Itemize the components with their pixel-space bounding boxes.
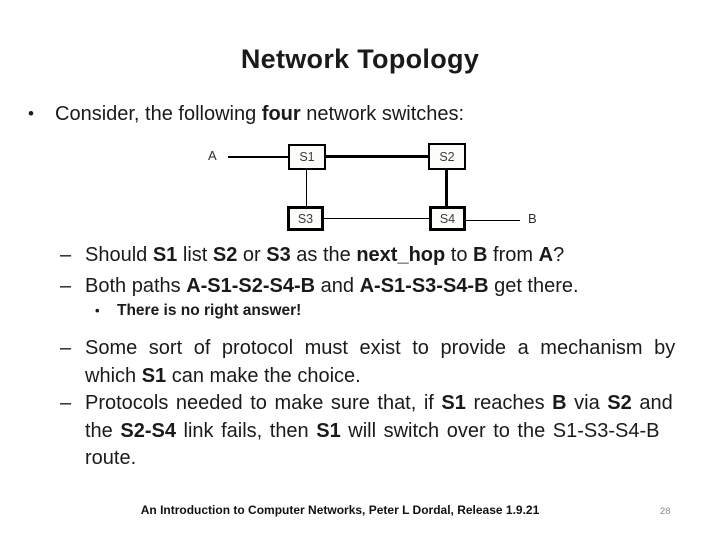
text-line: There is no right answer! (117, 302, 302, 319)
footer-citation: An Introduction to Computer Networks, Pe… (140, 503, 540, 517)
host-label-a: A (208, 148, 217, 163)
bullet-both-paths: – Both paths A-S1-S2-S4-B and A-S1-S3-S4… (60, 273, 708, 301)
text-line: Consider, the following four network swi… (55, 103, 465, 125)
switch-node-s3: S3 (287, 206, 324, 231)
switch-node-s2: S2 (428, 143, 466, 170)
bullet-icon: • (95, 303, 100, 318)
switch-node-s1: S1 (288, 144, 326, 170)
text-line: Both paths A-S1-S2-S4-B and A-S1-S3-S4-B… (85, 275, 579, 297)
switch-node-s4: S4 (429, 206, 466, 231)
text-line: which S1 can make the choice. (85, 364, 361, 387)
text-line: the S2-S4 link fails, then S1 will switc… (85, 419, 660, 442)
link-a-s1 (228, 156, 288, 158)
note-no-right-answer: • There is no right answer! (95, 300, 695, 322)
text-line: Protocols needed to make sure that, if S… (85, 392, 673, 414)
dash-icon: – (60, 337, 72, 359)
dash-icon: – (60, 392, 72, 414)
bullet-intro-text: Consider, the following four network swi… (55, 100, 698, 128)
link-s1-s3 (306, 170, 307, 206)
bullet-protocol-failover: – Protocols needed to make sure that, if… (60, 390, 708, 473)
page-number: 28 (660, 506, 671, 517)
dash-icon: – (60, 275, 72, 297)
link-s1-s2 (326, 155, 428, 158)
bullet-protocol-mechanism: – Some sort of protocol must exist to pr… (60, 335, 708, 390)
link-s2-s4 (445, 170, 448, 206)
dash-icon: – (60, 244, 72, 266)
host-label-b: B (528, 211, 537, 226)
text-line: Some sort of protocol must exist to prov… (85, 337, 676, 359)
link-s4-b (466, 220, 520, 221)
bullet-next-hop-question: – Should S1 list S2 or S3 as the next_ho… (60, 242, 708, 270)
link-s3-s4 (324, 218, 429, 219)
network-diagram: A S1 S2 S3 S4 B (195, 140, 560, 240)
text-line: Should S1 list S2 or S3 as the next_hop … (85, 244, 565, 266)
bullet-icon: • (28, 104, 34, 123)
bullet-intro: • Consider, the following four network s… (28, 100, 698, 128)
text-line: route. (85, 447, 137, 469)
slide-title: Network Topology (240, 44, 480, 74)
